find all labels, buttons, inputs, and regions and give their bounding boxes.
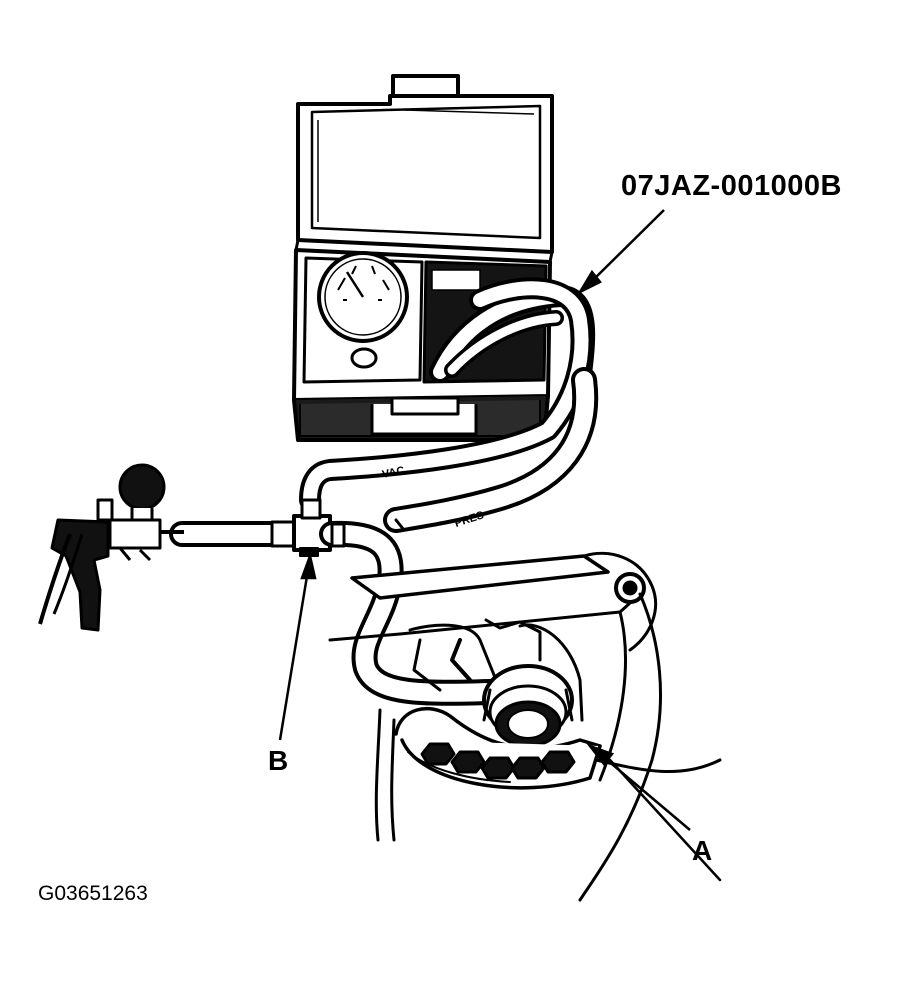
release-button xyxy=(350,347,378,369)
case-handle xyxy=(391,74,460,98)
label-b: B xyxy=(268,745,289,776)
leader-part-number xyxy=(589,209,665,284)
pump-gauge xyxy=(118,463,166,511)
leader-b xyxy=(278,569,310,741)
part-number-label: 07JAZ-001000B xyxy=(621,170,842,202)
case-lid-inner xyxy=(310,104,542,240)
figure-id: G03651263 xyxy=(38,882,148,905)
t-joint-assembly xyxy=(169,498,503,706)
label-a: A xyxy=(692,835,713,866)
leader-lines xyxy=(278,209,691,831)
gauge-needle xyxy=(345,271,365,298)
tester-hoses xyxy=(299,277,599,533)
tester-case xyxy=(292,74,554,442)
engine-bay xyxy=(328,551,722,902)
vacuum-pump xyxy=(38,463,184,632)
vac-marking: VAC xyxy=(381,465,405,481)
pump-lever xyxy=(38,533,72,625)
leader-a xyxy=(599,753,691,831)
